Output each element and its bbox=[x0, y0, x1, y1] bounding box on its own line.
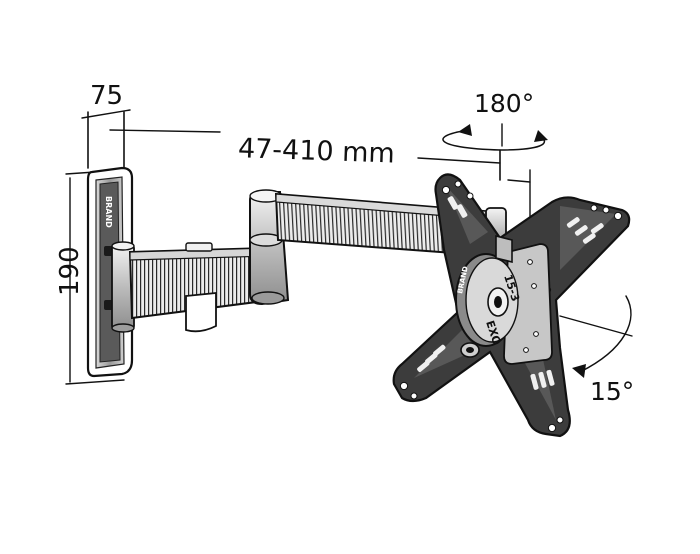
wall-plate-brand-text: BRAND bbox=[104, 196, 113, 228]
vesa-head: 15-3 EXO BRAND bbox=[392, 173, 631, 438]
wall-hinge bbox=[111, 241, 135, 333]
dimension-tilt-15: 15° bbox=[507, 169, 634, 406]
dimension-reach: 47-410 mm bbox=[109, 129, 501, 181]
vesa-center-plate bbox=[503, 243, 553, 365]
inner-arm bbox=[128, 242, 274, 333]
dimension-height-190: 190 bbox=[55, 169, 125, 385]
swivel-angle-label: 180° bbox=[474, 89, 534, 118]
height-dimension-label: 190 bbox=[55, 246, 85, 296]
reach-dimension-label: 47-410 mm bbox=[237, 133, 395, 169]
tilt-knob bbox=[460, 342, 480, 358]
wall-plate-brand-logo: BRAND bbox=[104, 196, 113, 228]
vesa-slots bbox=[417, 196, 604, 390]
wall-plate: BRAND bbox=[86, 166, 134, 378]
head-neck bbox=[495, 234, 513, 264]
inner-arm-top-clip bbox=[185, 242, 213, 252]
dimension-depth-75: 75 bbox=[81, 81, 131, 169]
depth-dimension-label: 75 bbox=[90, 81, 123, 111]
dimension-swivel-180: 180° bbox=[442, 89, 548, 151]
swivel-disc: 15-3 EXO BRAND bbox=[455, 253, 522, 347]
inner-arm-bottom-bracket bbox=[185, 292, 217, 333]
tilt-angle-label: 15° bbox=[590, 377, 634, 406]
